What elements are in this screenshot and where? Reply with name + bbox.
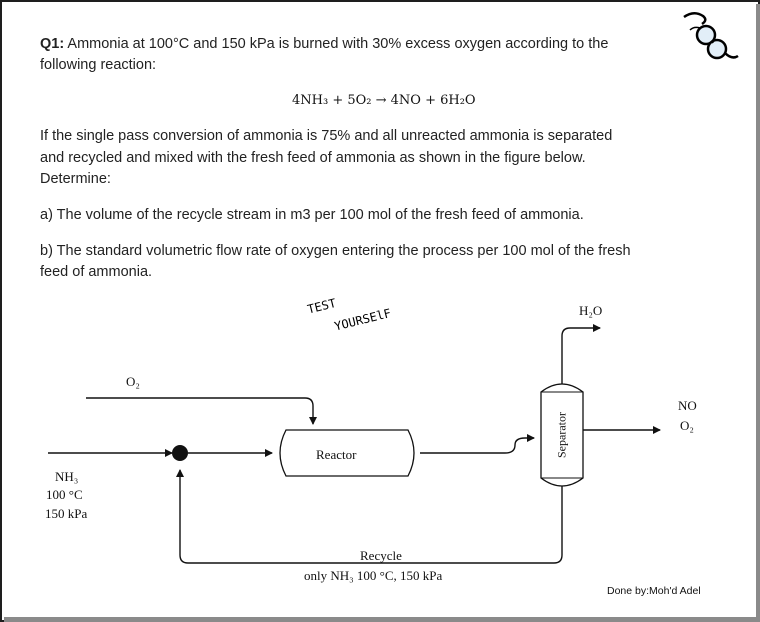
question-label: Q1: [40,36,65,52]
author-credit: Done by:Moh'd Adel [607,585,701,597]
question-intro: Ammonia at 100°C and 150 kPa is burned w… [64,36,609,52]
question-line-2: following reaction: [40,57,157,73]
recycle-label: Recycle [360,548,402,563]
part-a: a) The volume of the recycle stream in m… [40,207,584,223]
feed-pressure-label: 150 kPa [45,506,88,521]
recycle-stream [176,469,563,564]
product-no-label: NO [678,398,697,413]
o2-feed-label: O₂ [126,374,140,389]
page-shadow-right [756,4,760,622]
feed-temperature-label: 100 °C [46,487,83,502]
water-product-stream [561,324,601,384]
page-shadow-bottom [4,617,760,622]
reactor-effluent-stream [420,434,535,454]
reactor-label: Reactor [316,447,357,462]
feed-species-label: NH₃ [55,469,79,484]
body-line-1: If the single pass conversion of ammonia… [40,128,613,144]
reactor-vessel [279,429,415,477]
body-line-3: Determine: [40,171,111,187]
part-b-line-2: feed of ammonia. [40,264,153,280]
mixing-point [172,445,188,461]
product-o2-label: O₂ [680,418,694,433]
water-label: H₂O [579,303,603,318]
reaction-equation: 4NH₃ + 5O₂ → 4NO + 6H₂O [292,93,476,108]
body-line-2: and recycled and mixed with the fresh fe… [40,150,586,166]
part-b-line-1: b) The standard volumetric flow rate of … [40,243,631,259]
question-line-1: Q1: Ammonia at 100°C and 150 kPa is burn… [40,34,608,55]
o2-feed-stream [86,397,317,425]
recycle-detail-label: only NH₃ 100 °C, 150 kPa [304,568,443,583]
